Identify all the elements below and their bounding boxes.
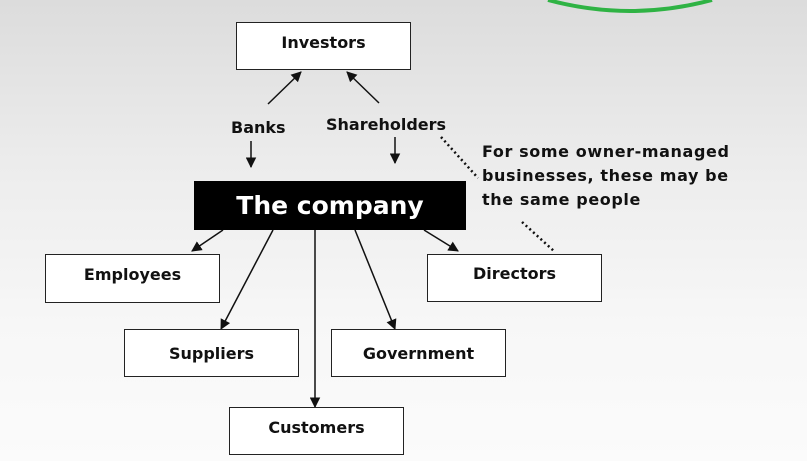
shareholders-label: Shareholders bbox=[326, 115, 447, 134]
note-line-2: businesses, these may be bbox=[482, 166, 729, 185]
arrow-banks-to-investors bbox=[267, 71, 302, 105]
green-arc-shape bbox=[547, 0, 713, 13]
customers-label: Customers bbox=[268, 418, 365, 437]
suppliers-box: Suppliers bbox=[124, 329, 299, 377]
customers-box: Customers bbox=[229, 407, 404, 455]
dotted-link-note-directors bbox=[521, 221, 556, 253]
suppliers-label: Suppliers bbox=[168, 343, 255, 363]
arrow-company-to-government bbox=[354, 229, 397, 330]
employees-label: Employees bbox=[83, 265, 182, 284]
note-line-3: the same people bbox=[482, 190, 641, 209]
employees-box: Employees bbox=[45, 254, 220, 303]
same-people-note: For some owner-managed businesses, these… bbox=[482, 140, 730, 212]
directors-label: Directors bbox=[472, 264, 557, 283]
arrow-company-to-directors bbox=[423, 229, 459, 252]
government-label: Government bbox=[362, 343, 475, 363]
company-label: The company bbox=[236, 191, 424, 220]
company-box: The company bbox=[194, 181, 466, 230]
government-box: Government bbox=[331, 329, 506, 377]
note-line-1: For some owner-managed bbox=[482, 142, 730, 161]
directors-box: Directors bbox=[427, 254, 602, 302]
dotted-link-shareholders-note bbox=[440, 136, 479, 179]
investors-label: Investors bbox=[281, 33, 366, 52]
arrow-company-to-suppliers bbox=[220, 229, 274, 330]
arrow-shareholders-to-investors bbox=[346, 71, 380, 104]
investors-box: Investors bbox=[236, 22, 411, 70]
banks-label: Banks bbox=[231, 118, 286, 137]
arrow-company-to-employees bbox=[191, 229, 224, 252]
